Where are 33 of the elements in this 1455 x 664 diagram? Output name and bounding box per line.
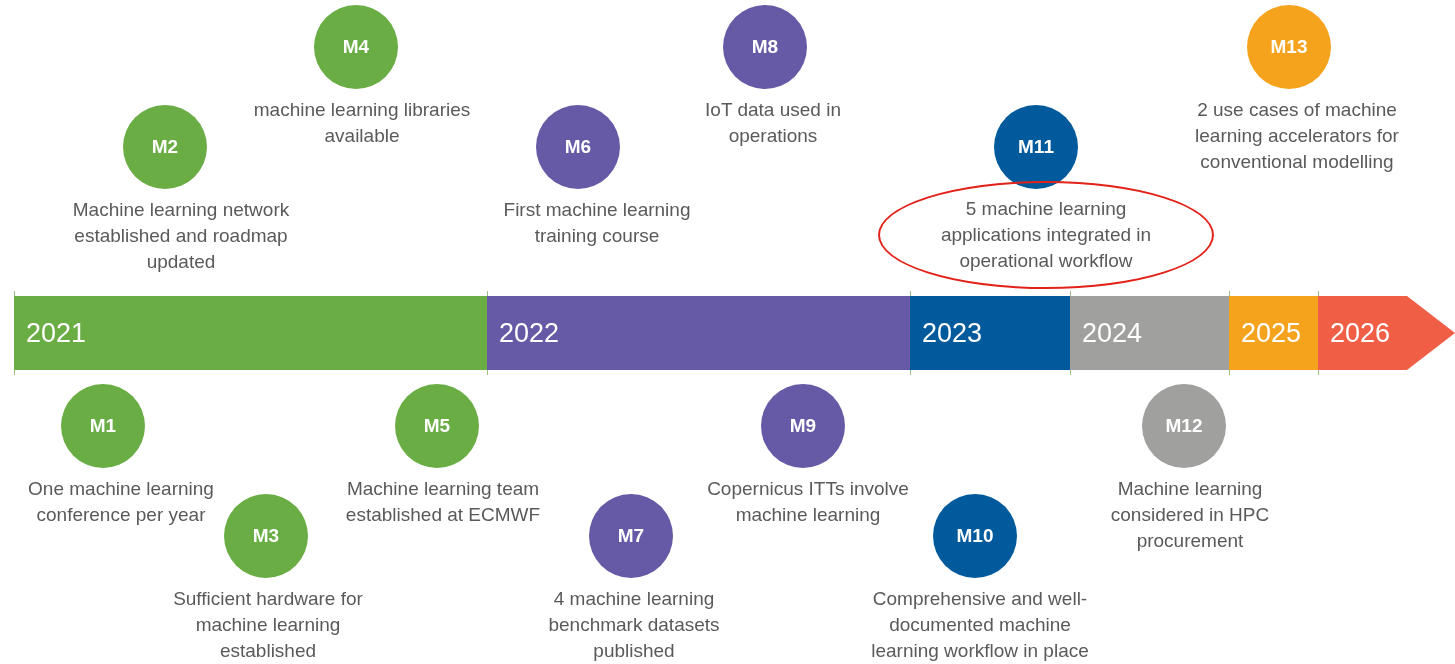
milestone-badge: M11 — [994, 105, 1078, 189]
milestone-description: 2 use cases of machine learning accelerators for conventional modelling — [1194, 98, 1400, 174]
timeline-segment: 2026 — [1318, 296, 1455, 370]
milestone-badge: M5 — [395, 384, 479, 468]
milestone-description: machine learning libraries available — [252, 98, 472, 148]
timeline-segment: 2024 — [1070, 296, 1229, 370]
milestone-badge: M12 — [1142, 384, 1226, 468]
milestone-badge: M13 — [1247, 5, 1331, 89]
milestone-description: Machine learning network established and roadmap updated — [71, 198, 291, 274]
milestone-badge: M1 — [61, 384, 145, 468]
milestone-badge: M6 — [536, 105, 620, 189]
milestone-badge: M7 — [589, 494, 673, 578]
milestone-description: First machine learning training course — [502, 198, 692, 248]
milestone-description: Comprehensive and well-documented machine learning workflow in place — [870, 587, 1090, 663]
timeline-segment: 2022 — [487, 296, 910, 370]
milestone-description: One machine learning conference per year — [27, 477, 215, 527]
milestone-description: Machine learning considered in HPC procurement — [1109, 477, 1271, 553]
highlight-ellipse — [878, 181, 1214, 289]
milestone-badge: M8 — [723, 5, 807, 89]
milestone-description: Copernicus ITTs involve machine learning — [706, 477, 910, 527]
milestone-badge: M10 — [933, 494, 1017, 578]
milestone-badge: M4 — [314, 5, 398, 89]
milestone-description: Sufficient hardware for machine learning established — [172, 587, 364, 663]
milestone-description: 5 machine learning applications integrated in operational workflow — [939, 197, 1153, 273]
timeline-segment: 2021 — [14, 296, 487, 370]
milestone-badge: M3 — [224, 494, 308, 578]
timeline-segment: 2023 — [910, 296, 1070, 370]
milestone-description: IoT data used in operations — [704, 98, 842, 148]
milestone-description: Machine learning team established at ECMWF — [344, 477, 542, 527]
timeline-segment: 2025 — [1229, 296, 1318, 370]
milestone-badge: M9 — [761, 384, 845, 468]
milestone-description: 4 machine learning benchmark datasets published — [547, 587, 721, 663]
milestone-badge: M2 — [123, 105, 207, 189]
